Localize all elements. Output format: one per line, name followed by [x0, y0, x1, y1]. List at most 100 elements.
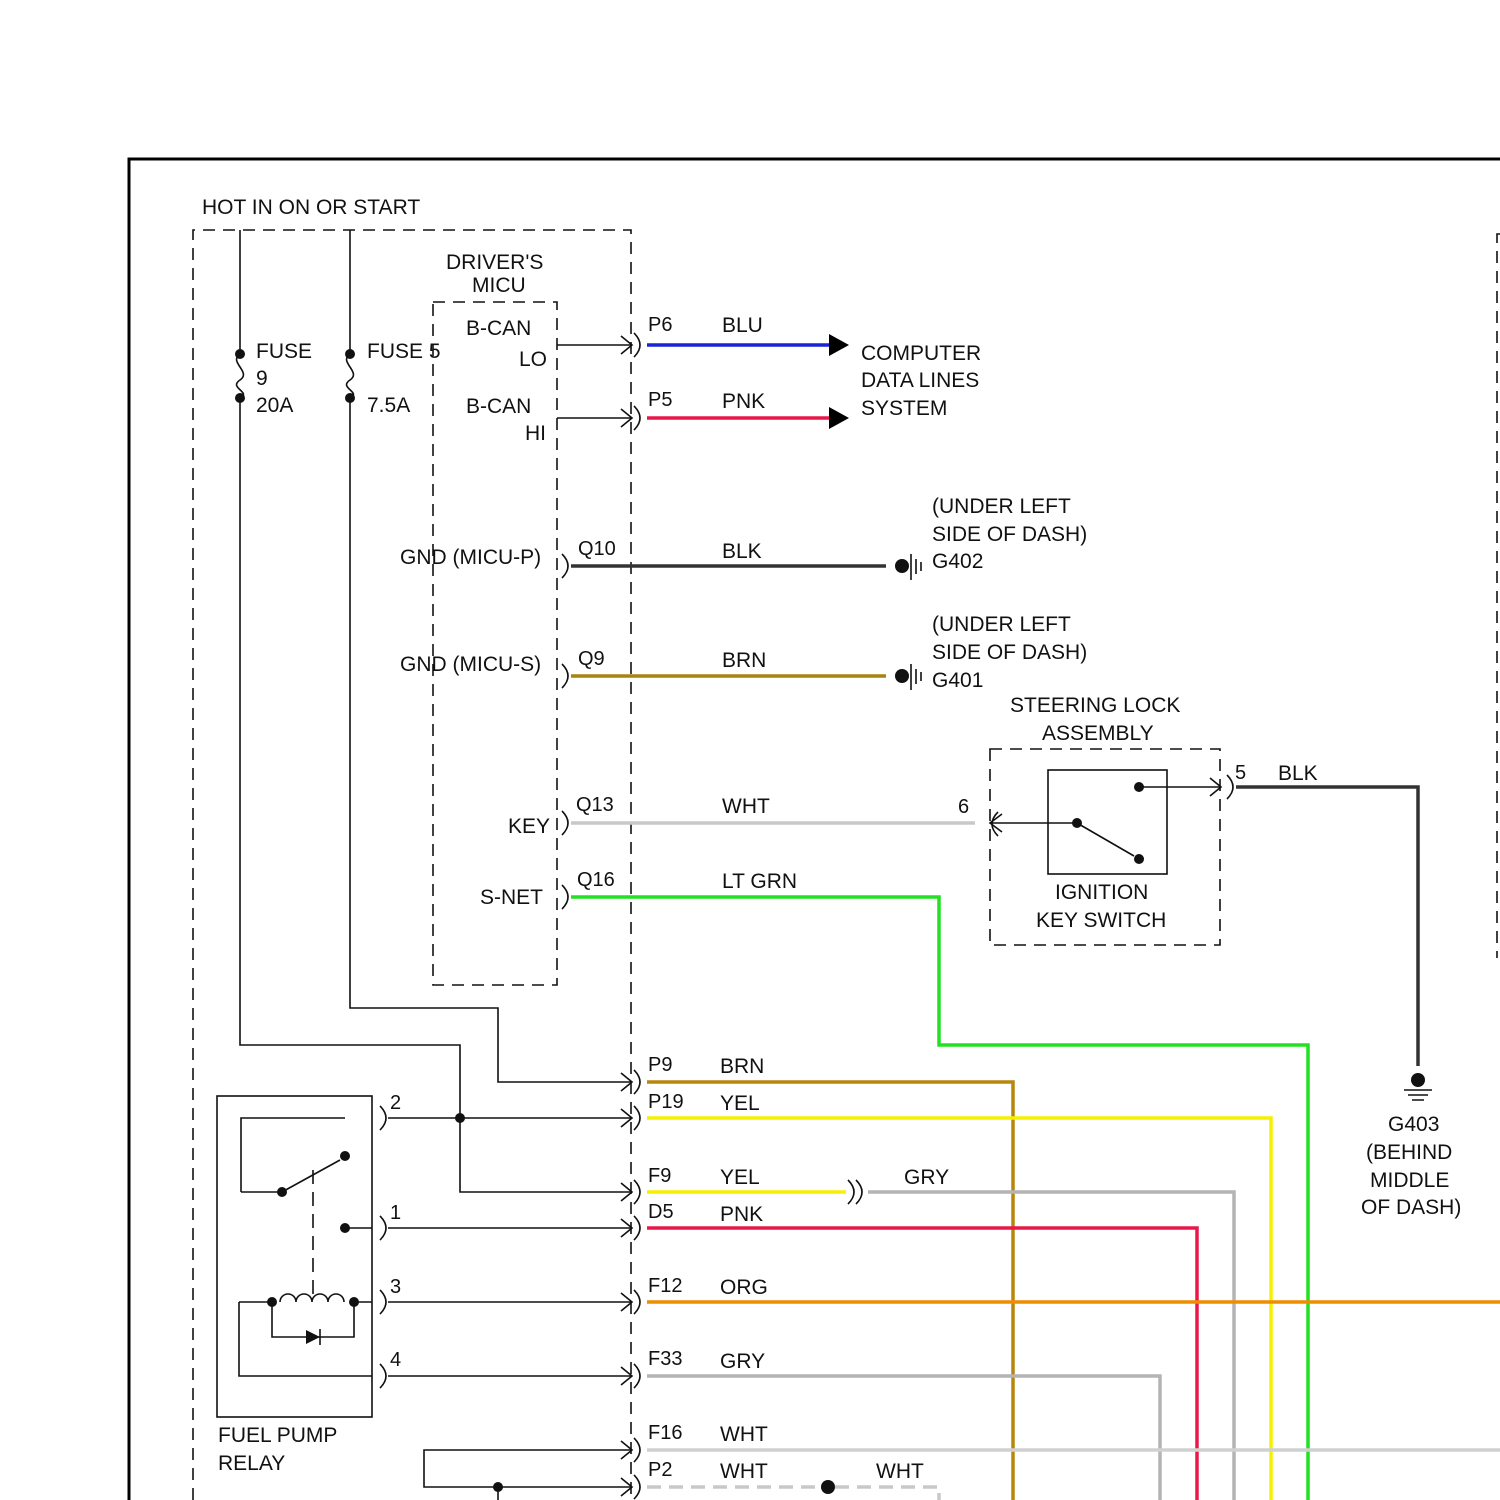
relay-pin-4-mark	[380, 1364, 386, 1388]
hot-in-on-or-start-label: HOT IN ON OR START	[202, 196, 420, 219]
connector-q16: Q16	[577, 869, 615, 891]
connector-q9: Q9	[578, 648, 605, 670]
relay-pin-2-mark	[380, 1106, 386, 1130]
connector-p5: P5	[648, 389, 672, 411]
q16-connector-mark	[562, 885, 568, 909]
junction-dot-p19	[455, 1113, 465, 1123]
bcan-hi-line	[557, 406, 640, 430]
connector-f12: F12	[648, 1275, 682, 1297]
relay-diode	[306, 1329, 320, 1345]
wire-label-gry-f9: GRY	[904, 1166, 949, 1189]
bcan-lo-label-1: B-CAN	[466, 317, 531, 340]
bcan-hi-label-2: HI	[525, 422, 546, 445]
ignition-switch-label-2: KEY SWITCH	[1036, 909, 1166, 932]
g402-location-2: SIDE OF DASH)	[932, 523, 1087, 546]
fuel-pump-relay-title-2: RELAY	[218, 1452, 285, 1475]
wire-label-wht-q13: WHT	[722, 795, 770, 818]
wire-label-brn-p9: BRN	[720, 1055, 764, 1078]
relay-coil	[239, 1294, 372, 1376]
diagram-frame	[129, 159, 1500, 1500]
computer-data-lines-3: SYSTEM	[861, 397, 947, 420]
arrow-pnk	[829, 407, 849, 429]
g403-location-2: MIDDLE	[1370, 1169, 1449, 1192]
g401-location-1: (UNDER LEFT	[932, 613, 1071, 636]
ignition-key-switch	[990, 775, 1233, 864]
ground-g403-symbol	[1404, 1073, 1432, 1100]
wire-label-org: ORG	[720, 1276, 768, 1299]
wire-label-gry-f33: GRY	[720, 1350, 765, 1373]
wire-label-blk-lock: BLK	[1278, 762, 1318, 785]
ground-g402-symbol	[895, 554, 921, 580]
connector-p19: P19	[648, 1091, 684, 1113]
relay-switch	[241, 1118, 372, 1298]
g401-location-2: SIDE OF DASH)	[932, 641, 1087, 664]
fuse-box-outline	[193, 230, 631, 1500]
steering-lock-pin-5: 5	[1235, 762, 1246, 784]
g403-location-1: (BEHIND	[1366, 1141, 1452, 1164]
fuse-5-rating: 7.5A	[367, 394, 410, 417]
gnd-micu-s-label: GND (MICU-S)	[400, 653, 541, 676]
connector-f33: F33	[648, 1348, 682, 1370]
g402-location-1: (UNDER LEFT	[932, 495, 1071, 518]
g402-id: G402	[932, 550, 983, 573]
connector-q13: Q13	[576, 794, 614, 816]
arrow-blu	[829, 334, 849, 356]
wire-label-wht-p2: WHT	[720, 1460, 768, 1483]
fuse-9-label: FUSE	[256, 340, 312, 363]
wire-brn-p9	[647, 1082, 1013, 1500]
wire-blk-lock	[1236, 787, 1418, 1066]
connector-f9: F9	[648, 1165, 671, 1187]
steering-lock-title-2: ASSEMBLY	[1042, 722, 1154, 745]
key-label: KEY	[508, 815, 550, 838]
wire-label-yel-f9: YEL	[720, 1166, 760, 1189]
q10-connector-mark	[562, 554, 568, 578]
relay-pin-4: 4	[390, 1349, 401, 1371]
junction-dot-wht	[821, 1480, 835, 1494]
q13-connector-mark	[562, 811, 568, 835]
bcan-lo-label-2: LO	[519, 348, 547, 371]
computer-data-lines-2: DATA LINES	[861, 369, 979, 392]
wire-label-pnk-p5: PNK	[722, 390, 765, 413]
wire-label-yel-p19: YEL	[720, 1092, 760, 1115]
wire-label-blk-q10: BLK	[722, 540, 762, 563]
fuse-5-label: FUSE 5	[367, 340, 441, 363]
connector-p2: P2	[648, 1459, 672, 1481]
wire-gry-f9	[868, 1192, 1234, 1500]
connector-d5: D5	[648, 1201, 674, 1223]
steering-lock-pin-6: 6	[958, 796, 969, 818]
line-f16-p2	[424, 1450, 632, 1487]
connector-q10: Q10	[578, 538, 616, 560]
relay-pin-3-mark	[380, 1290, 386, 1314]
q9-connector-mark	[562, 664, 568, 688]
drivers-micu-title-1: DRIVER'S	[446, 251, 543, 274]
g403-id: G403	[1388, 1113, 1439, 1136]
wire-label-blu: BLU	[722, 314, 763, 337]
computer-data-lines-1: COMPUTER	[861, 342, 981, 365]
gnd-micu-p-label: GND (MICU-P)	[400, 546, 541, 569]
connector-f16: F16	[648, 1422, 682, 1444]
fuse-9-rating: 20A	[256, 394, 293, 417]
wire-label-wht-f16: WHT	[720, 1423, 768, 1446]
wire-label-brn-q9: BRN	[722, 649, 766, 672]
wire-label-pnk-d5: PNK	[720, 1203, 763, 1226]
fuse-9-number: 9	[256, 367, 268, 390]
drivers-micu-title-2: MICU	[472, 274, 526, 297]
s-net-label: S-NET	[480, 886, 543, 909]
relay-pin-3: 3	[390, 1276, 401, 1298]
bcan-lo-line	[557, 333, 640, 357]
wire-wht-p2b	[835, 1487, 939, 1500]
fuel-pump-relay-title-1: FUEL PUMP	[218, 1424, 337, 1447]
wire-label-wht-p2b: WHT	[876, 1460, 924, 1483]
bcan-hi-label-1: B-CAN	[466, 395, 531, 418]
ignition-switch-label-1: IGNITION	[1055, 881, 1148, 904]
relay-pin-2: 2	[390, 1092, 401, 1114]
f9-inline-connector	[848, 1180, 862, 1204]
wire-label-ltgrn: LT GRN	[722, 870, 797, 893]
ground-g401-symbol	[895, 664, 921, 690]
relay-pin-1: 1	[390, 1202, 401, 1224]
connector-p9: P9	[648, 1054, 672, 1076]
steering-lock-title-1: STEERING LOCK	[1010, 694, 1180, 717]
ignition-switch-box	[1048, 770, 1167, 874]
connector-p6: P6	[648, 314, 672, 336]
